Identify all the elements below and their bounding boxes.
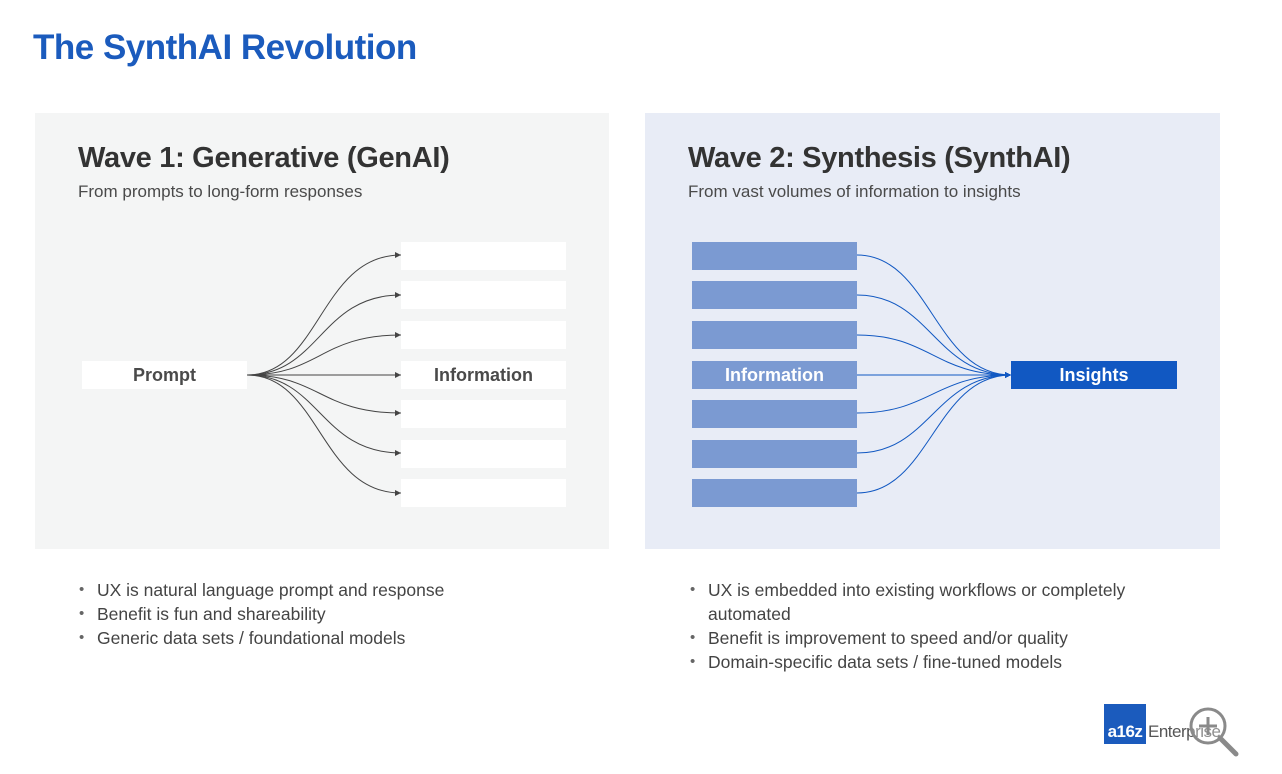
wave1-bullet: Benefit is fun and shareability: [77, 602, 597, 626]
wave1-bullet: Generic data sets / foundational models: [77, 626, 597, 650]
wave1-arrow-1: [246, 252, 402, 376]
response-box-6: [401, 440, 566, 468]
wave2-arrow-5: [856, 372, 1012, 414]
wave1-panel: Wave 1: Generative (GenAI) From prompts …: [35, 113, 609, 549]
wave2-arrow-6: [856, 372, 1012, 454]
info-bar-3: [692, 321, 857, 349]
wave1-bullet: UX is natural language prompt and respon…: [77, 578, 597, 602]
info-bar-1: [692, 242, 857, 270]
wave1-bullet-list: UX is natural language prompt and respon…: [77, 578, 597, 650]
wave2-subtitle: From vast volumes of information to insi…: [688, 182, 1021, 201]
wave1-heading: Wave 1: Generative (GenAI): [78, 142, 450, 174]
information-bar: Information: [692, 361, 857, 389]
wave2-arrow-7: [856, 372, 1012, 494]
wave2-bullet: Domain-specific data sets / fine-tuned m…: [688, 650, 1208, 674]
wave1-arrow-5: [246, 374, 402, 416]
info-bar-2: [692, 281, 857, 309]
wave2-arrow-2: [856, 294, 1012, 378]
prompt-box: Prompt: [82, 361, 247, 389]
response-box-3: [401, 321, 566, 349]
wave1-fan-out-arrows: [246, 252, 402, 496]
info-bar-6: [692, 440, 857, 468]
insights-box: Insights: [1011, 361, 1177, 389]
wave2-heading: Wave 2: Synthesis (SynthAI): [688, 142, 1071, 174]
zoom-in-icon[interactable]: [1186, 704, 1240, 758]
wave1-arrow-6: [246, 374, 402, 456]
wave2-bullet: UX is embedded into existing workflows o…: [688, 578, 1208, 626]
info-bar-5: [692, 400, 857, 428]
wave2-bullet-list: UX is embedded into existing workflows o…: [688, 578, 1208, 674]
page-title: The SynthAI Revolution: [33, 28, 417, 67]
logo-mark: a16z: [1104, 704, 1146, 744]
wave1-subtitle: From prompts to long-form responses: [78, 182, 363, 201]
wave2-arrow-3: [856, 334, 1012, 378]
info-bar-7: [692, 479, 857, 507]
response-box-1: [401, 242, 566, 270]
response-box-2: [401, 281, 566, 309]
wave1-arrow-3: [246, 332, 402, 376]
response-box-7: [401, 479, 566, 507]
wave2-panel: Wave 2: Synthesis (SynthAI) From vast vo…: [645, 113, 1220, 549]
wave2-bullet: Benefit is improvement to speed and/or q…: [688, 626, 1208, 650]
wave1-arrow-7: [246, 374, 402, 496]
wave1-arrow-2: [246, 292, 402, 376]
information-box: Information: [401, 361, 566, 389]
wave2-arrow-1: [856, 254, 1012, 378]
wave2-converging-arrows: [856, 254, 1012, 494]
response-box-5: [401, 400, 566, 428]
